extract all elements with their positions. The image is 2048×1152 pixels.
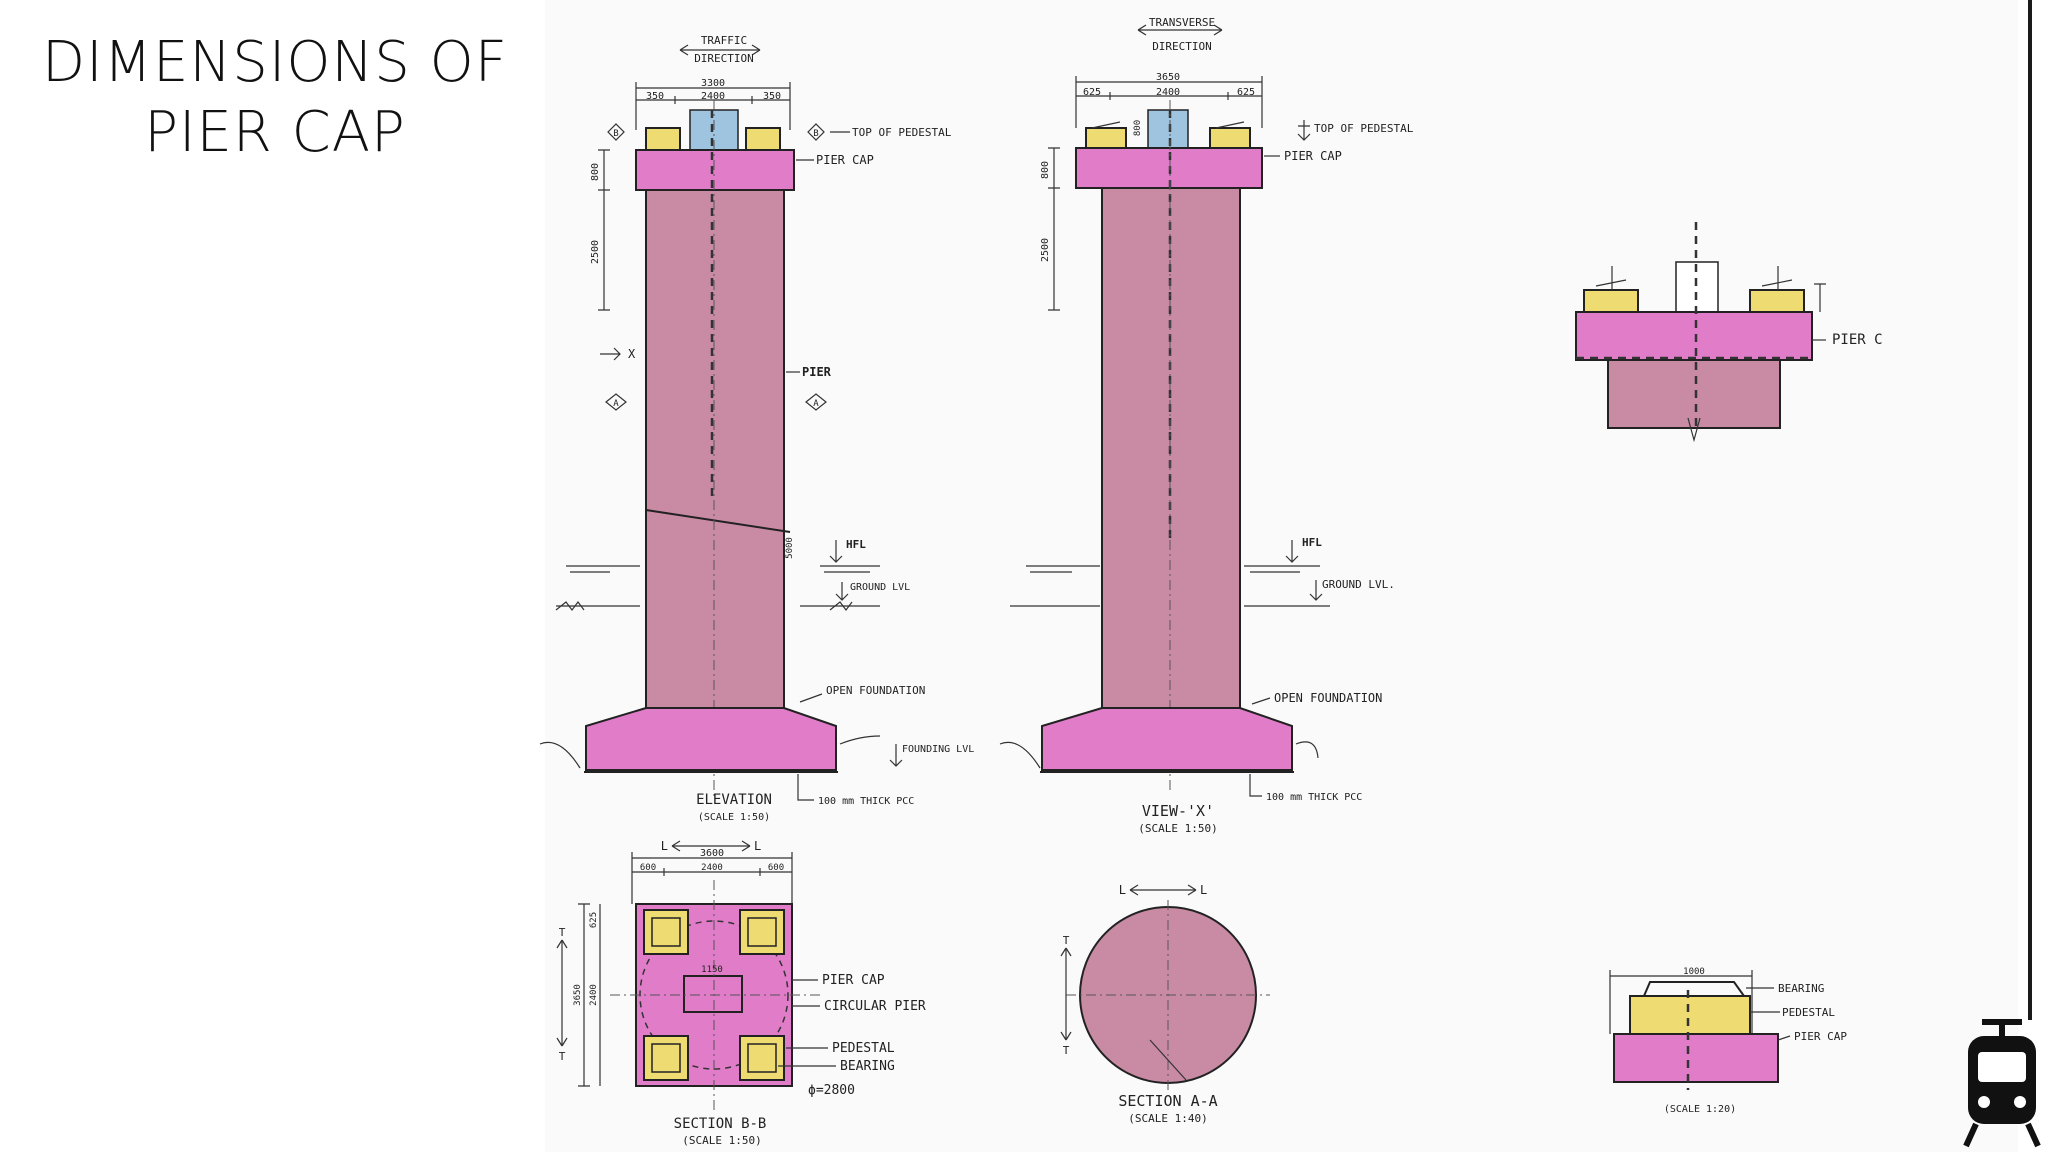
section-bb-marker-right: L: [754, 839, 761, 853]
section-bb-marker-t-bottom: T: [559, 1050, 566, 1063]
section-bb-label-dia: ϕ=2800: [808, 1083, 855, 1098]
view-x-scale: (SCALE 1:50): [1138, 822, 1217, 835]
elevation-marker-a-left: A: [613, 399, 619, 409]
section-bb-dim-inner: 1150: [701, 965, 723, 975]
section-bb: L L 3600 600 2400 600 1150 T T 625 3650 …: [556, 839, 926, 1147]
bearing-detail-label-pedestal: PEDESTAL: [1782, 1006, 1835, 1019]
section-bb-dim-right: 600: [768, 863, 784, 873]
view-x-caption: VIEW-'X': [1142, 802, 1214, 820]
detail-top-label: PIER C: [1832, 332, 1883, 348]
view-x-label-pcc: 100 mm THICK PCC: [1266, 792, 1362, 803]
tram-icon: [1963, 1019, 2041, 1148]
elevation-view: TRAFFIC DIRECTION 3300 350 2400 350 800 …: [539, 34, 974, 823]
section-bb-dim-total: 3600: [700, 848, 724, 859]
elevation-direction-top: TRAFFIC: [701, 34, 747, 47]
section-aa: L L T T SECTION A-A (SCALE 1:40): [1060, 883, 1270, 1125]
section-aa-scale: (SCALE 1:40): [1128, 1112, 1207, 1125]
view-x-dim-right: 625: [1237, 87, 1255, 98]
section-bb-dim-mid: 2400: [701, 863, 723, 873]
view-x-dim-cap: 800: [1040, 161, 1051, 179]
bearing-detail-dim: 1000: [1683, 967, 1705, 977]
section-bb-dim-side1: 625: [589, 912, 599, 928]
bearing-detail-label-pier-cap: PIER CAP: [1794, 1030, 1847, 1043]
elevation-label-pier-cap: PIER CAP: [816, 153, 874, 167]
section-bb-dim-side2: 3650: [573, 984, 583, 1006]
view-x-dim-mid: 2400: [1156, 87, 1180, 98]
section-bb-dim-left: 600: [640, 863, 656, 873]
elevation-direction-bottom: DIRECTION: [694, 52, 754, 65]
elevation-scale: (SCALE 1:50): [698, 812, 770, 823]
elevation-dim-mid: 2400: [701, 91, 725, 102]
section-bb-scale: (SCALE 1:50): [682, 1134, 761, 1147]
view-x: TRANSVERSE DIRECTION 3650 625 2400 625 8…: [999, 16, 1414, 835]
elevation-dim-left: 350: [646, 91, 664, 102]
section-aa-marker-t-top: T: [1063, 934, 1070, 947]
section-bb-marker-t-top: T: [559, 926, 566, 939]
view-x-label-top-pedestal: TOP OF PEDESTAL: [1314, 122, 1414, 135]
elevation-dim-total: 3300: [701, 78, 725, 89]
section-bb-caption: SECTION B-B: [674, 1116, 767, 1132]
section-bb-label-bearing: BEARING: [840, 1059, 895, 1074]
elevation-label-hfl: HFL: [846, 538, 866, 551]
elevation-marker-b-right: B: [813, 129, 818, 139]
elevation-label-top-pedestal: TOP OF PEDESTAL: [852, 126, 952, 139]
elevation-label-pcc: 100 mm THICK PCC: [818, 796, 914, 807]
elevation-label-pier: PIER: [802, 365, 832, 379]
elevation-marker-b-left: B: [613, 129, 618, 139]
view-x-dim-shaft: 2500: [1040, 238, 1051, 262]
elevation-caption: ELEVATION: [696, 792, 772, 808]
right-border-rule: [2028, 0, 2032, 1020]
section-bb-label-pier-cap: PIER CAP: [822, 973, 885, 988]
view-x-label-hfl: HFL: [1302, 536, 1322, 549]
elevation-dim-lower: 5000: [785, 537, 795, 559]
elevation-dim-shaft: 2500: [590, 240, 601, 264]
view-x-dim-total: 3650: [1156, 72, 1180, 83]
section-aa-marker-right: L: [1200, 883, 1207, 897]
elevation-label-founding: FOUNDING LVL: [902, 744, 974, 755]
view-x-direction-top: TRANSVERSE: [1149, 16, 1215, 29]
slide-title: DIMENSIONS OF PIER CAP: [40, 28, 510, 168]
section-aa-caption: SECTION A-A: [1118, 1092, 1217, 1110]
elevation-marker-x: X: [628, 347, 636, 361]
view-x-label-pier-cap: PIER CAP: [1284, 149, 1342, 163]
section-bb-dim-side3: 2400: [589, 984, 599, 1006]
elevation-label-open-foundation: OPEN FOUNDATION: [826, 684, 925, 697]
section-bb-marker-left: L: [661, 839, 668, 853]
bearing-detail-scale: (SCALE 1:20): [1664, 1104, 1736, 1115]
elevation-dim-right: 350: [763, 91, 781, 102]
pier-cap-detail: PIER C: [1575, 222, 1883, 443]
elevation-label-ground: GROUND LVL: [850, 582, 910, 593]
section-aa-marker-t-bottom: T: [1063, 1044, 1070, 1057]
elevation-dim-cap: 800: [590, 163, 601, 181]
view-x-dim-left: 625: [1083, 87, 1101, 98]
view-x-direction-bottom: DIRECTION: [1152, 40, 1212, 53]
section-bb-label-pedestal: PEDESTAL: [832, 1041, 895, 1056]
view-x-label-ground: GROUND LVL.: [1322, 578, 1395, 591]
section-bb-label-circular: CIRCULAR PIER: [824, 999, 926, 1014]
elevation-marker-a-right: A: [813, 399, 819, 409]
bearing-detail-label-bearing: BEARING: [1778, 982, 1824, 995]
slide-title-line-2: PIER CAP: [144, 100, 406, 165]
slide-title-line-1: DIMENSIONS OF: [42, 30, 508, 95]
view-x-dim-ped: 800: [1133, 120, 1143, 136]
view-x-label-open-foundation: OPEN FOUNDATION: [1274, 691, 1382, 705]
section-aa-marker-left: L: [1119, 883, 1126, 897]
bearing-detail: 1000 BEARING PEDESTAL PIER CAP (SCALE 1:…: [1609, 967, 1847, 1115]
